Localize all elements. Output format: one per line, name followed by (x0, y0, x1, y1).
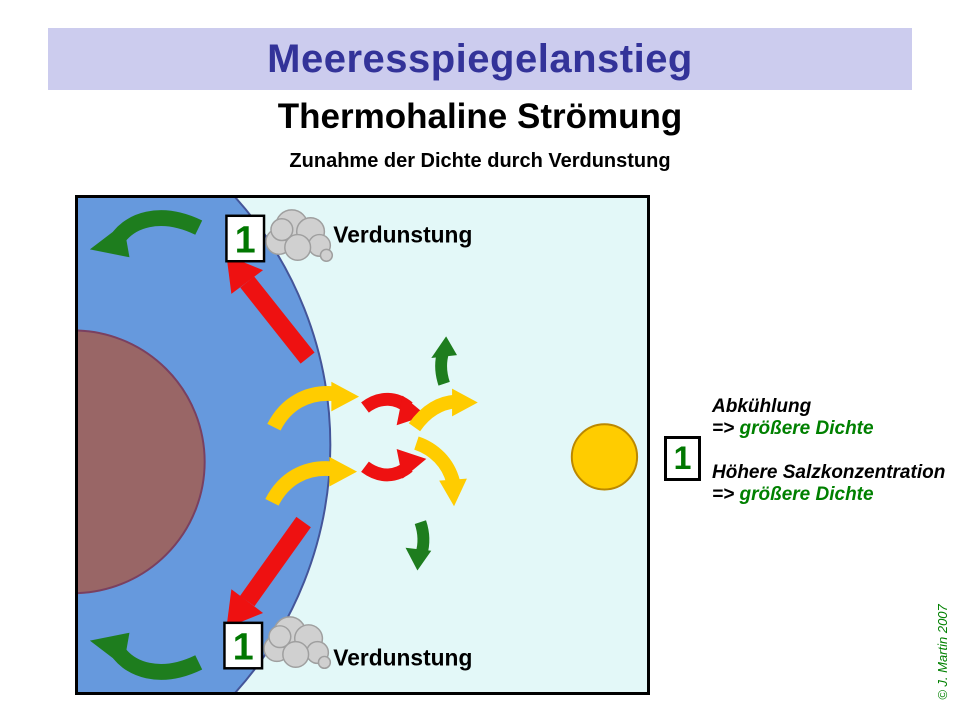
yellow-arrow-lower-left-icon (265, 456, 358, 506)
annotation-result-salt-text: größere Dichte (739, 484, 874, 505)
current-arrow-top-left-icon (89, 210, 203, 258)
diagram-canvas: 1 1 Verdunstung Verdunstung (78, 198, 639, 692)
red-arrow-up-icon (226, 255, 315, 364)
earth-land (78, 329, 206, 595)
green-arrow-up-icon (431, 336, 458, 386)
marker-top: 1 (225, 214, 266, 263)
annotation-panel: Abkühlung => größere Dichte Höhere Salzk… (712, 396, 957, 506)
yellow-arrow-upper-left-icon (267, 381, 360, 431)
page-title: Thermohaline Strömung (277, 97, 683, 136)
marker-right: 1 (664, 436, 701, 481)
red-curved-arrow-lower-icon (361, 448, 427, 482)
banner: Meeresspiegelanstieg (48, 28, 912, 90)
copyright: © J. Martin 2007 (935, 604, 950, 700)
annotation-result-cooling: => größere Dichte (712, 418, 957, 440)
annotation-label-salt: Höhere Salzkonzentration (712, 462, 946, 483)
marker-top-number: 1 (235, 218, 256, 260)
cloud-top-icon (265, 209, 334, 262)
green-arrow-down-icon (405, 520, 432, 571)
marker-bottom: 1 (223, 621, 264, 670)
page-subtitle: Zunahme der Dichte durch Verdunstung (289, 150, 671, 172)
current-arrow-bottom-left-icon (89, 632, 203, 680)
red-arrow-down-icon (226, 516, 311, 628)
implies-arrow: => (712, 418, 735, 439)
annotation-spacer (712, 440, 957, 462)
marker-bottom-number: 1 (233, 625, 254, 667)
yellow-arrow-right-down-icon (413, 436, 467, 507)
sun-icon (570, 423, 639, 491)
label-verdunstung-bottom: Verdunstung (333, 644, 472, 670)
banner-title: Meeresspiegelanstieg (267, 36, 693, 81)
diagram: 1 1 Verdunstung Verdunstung (75, 195, 650, 695)
implies-arrow: => (712, 484, 735, 505)
annotation-result-cooling-text: größere Dichte (739, 418, 874, 439)
label-verdunstung-top: Verdunstung (333, 221, 472, 247)
yellow-arrow-right-up-icon (408, 388, 478, 432)
annotation-label-cooling: Abkühlung (712, 396, 812, 417)
annotation-result-salt: => größere Dichte (712, 484, 957, 506)
marker-right-number: 1 (673, 440, 692, 476)
